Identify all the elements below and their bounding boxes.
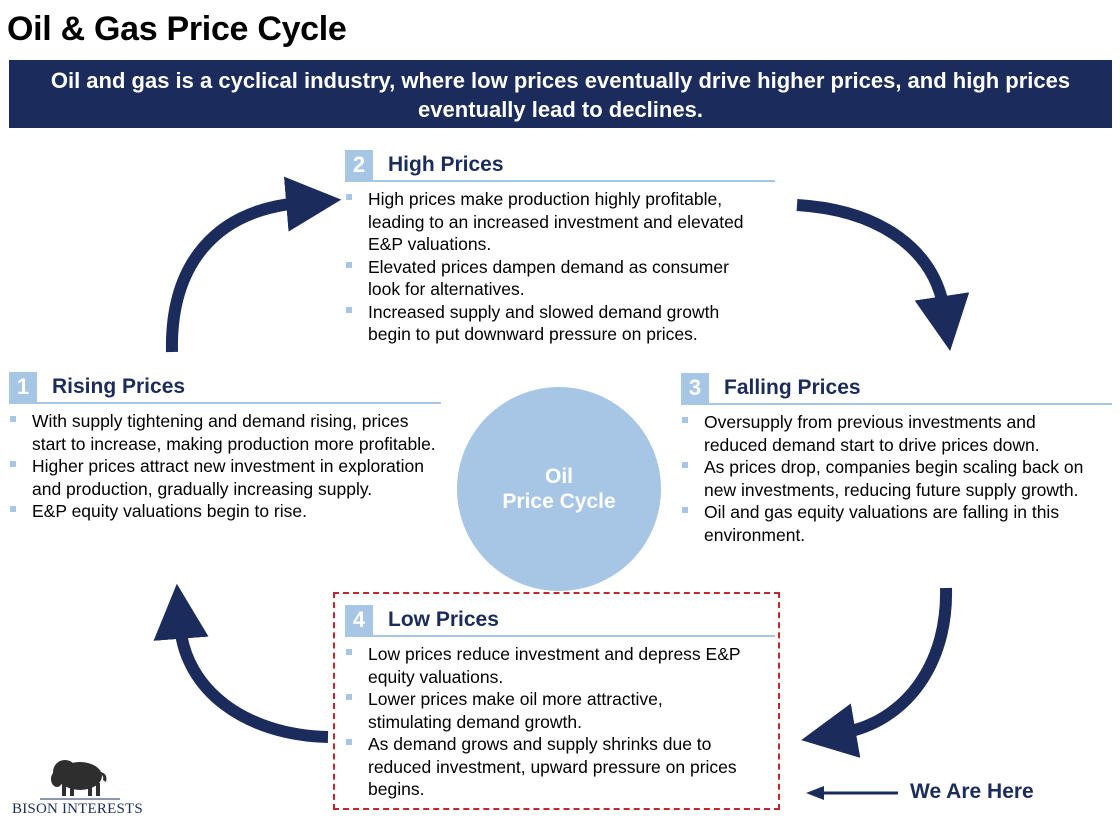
- bullet-item: As prices drop, companies begin scaling …: [681, 456, 1086, 501]
- section-title: Falling Prices: [724, 376, 861, 399]
- center-label-line1: Oil: [544, 465, 573, 488]
- bison-logo-icon: [40, 760, 120, 800]
- bullet-item: With supply tightening and demand rising…: [9, 410, 439, 455]
- section-header: 2 High Prices: [345, 150, 775, 182]
- arrow-low-to-rising: [153, 583, 329, 743]
- company-name: BISON INTERESTS: [12, 801, 143, 817]
- section-header: 3 Falling Prices: [681, 373, 1112, 405]
- summary-banner: Oil and gas is a cyclical industry, wher…: [9, 60, 1112, 128]
- section-title: High Prices: [388, 153, 504, 176]
- section-title: Low Prices: [388, 608, 499, 631]
- bullet-item: Low prices reduce investment and depress…: [345, 643, 750, 688]
- bullet-item: Higher prices attract new investment in …: [9, 455, 439, 500]
- step-number: 1: [9, 372, 37, 402]
- section-header: 1 Rising Prices: [9, 372, 441, 404]
- section-title: Rising Prices: [52, 375, 186, 398]
- arrow-falling-to-low: [801, 587, 953, 758]
- arrow-rising-to-high: [165, 176, 342, 353]
- section-high-prices: 2 High Prices High prices make productio…: [345, 150, 775, 346]
- bullet-item: As demand grows and supply shrinks due t…: [345, 733, 750, 801]
- we-are-here-label: We Are Here: [910, 780, 1034, 803]
- current-stage-highlight: [333, 592, 780, 810]
- page-title: Oil & Gas Price Cycle: [7, 10, 347, 48]
- section-rising-prices: 1 Rising Prices With supply tightening a…: [9, 372, 441, 523]
- bullet-item: E&P equity valuations begin to rise.: [9, 500, 439, 523]
- bullet-item: Increased supply and slowed demand growt…: [345, 301, 765, 346]
- center-label-line2: Price Cycle: [502, 490, 616, 513]
- bullet-item: Elevated prices dampen demand as consume…: [345, 256, 765, 301]
- bullet-list: With supply tightening and demand rising…: [9, 410, 439, 523]
- step-number: 4: [345, 605, 373, 635]
- we-are-here-arrow: [806, 786, 898, 800]
- step-number: 3: [681, 373, 709, 403]
- bullet-item: Oil and gas equity valuations are fallin…: [681, 501, 1086, 546]
- step-number: 2: [345, 150, 373, 180]
- arrow-high-to-falling: [796, 199, 970, 351]
- bullet-item: Lower prices make oil more attractive, s…: [345, 688, 750, 733]
- bullet-item: High prices make production highly profi…: [345, 188, 765, 256]
- bullet-list: Low prices reduce investment and depress…: [345, 643, 750, 801]
- bullet-item: Oversupply from previous investments and…: [681, 411, 1086, 456]
- bullet-list: High prices make production highly profi…: [345, 188, 765, 346]
- section-falling-prices: 3 Falling Prices Oversupply from previou…: [681, 373, 1112, 546]
- center-circle: Oil Price Cycle: [457, 387, 661, 591]
- section-header: 4 Low Prices: [345, 605, 775, 637]
- section-low-prices: 4 Low Prices Low prices reduce investmen…: [345, 605, 775, 801]
- bullet-list: Oversupply from previous investments and…: [681, 411, 1086, 546]
